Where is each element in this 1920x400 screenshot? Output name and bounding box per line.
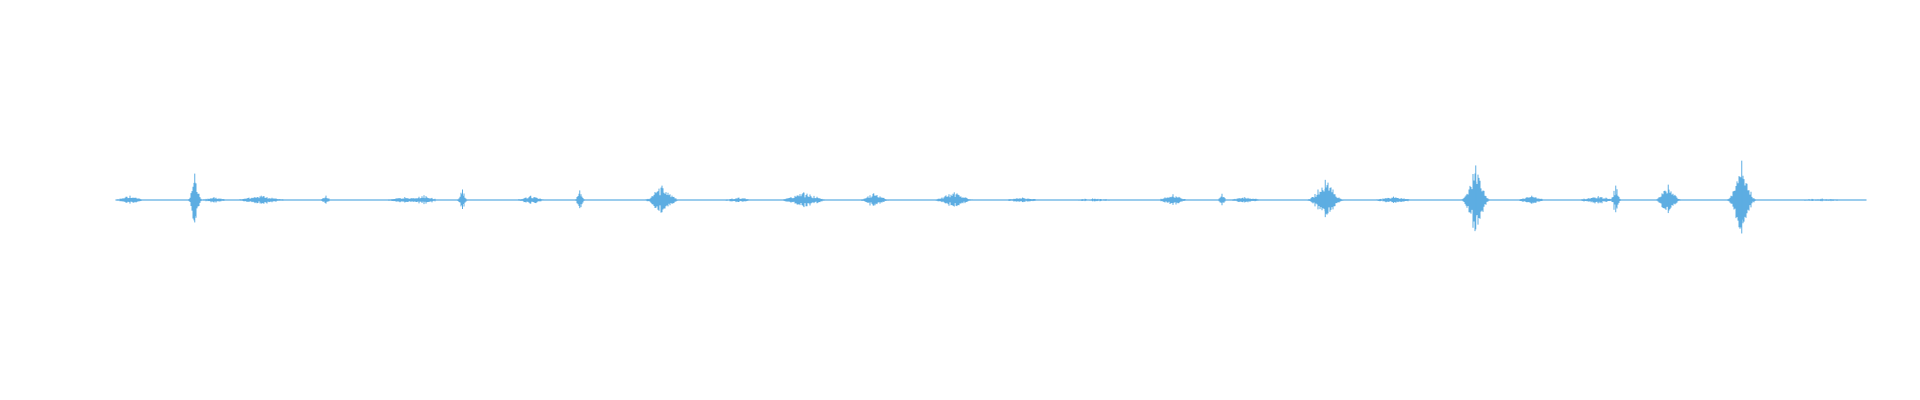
waveform-signal: [115, 173, 1867, 232]
waveform-series: [115, 160, 1867, 234]
